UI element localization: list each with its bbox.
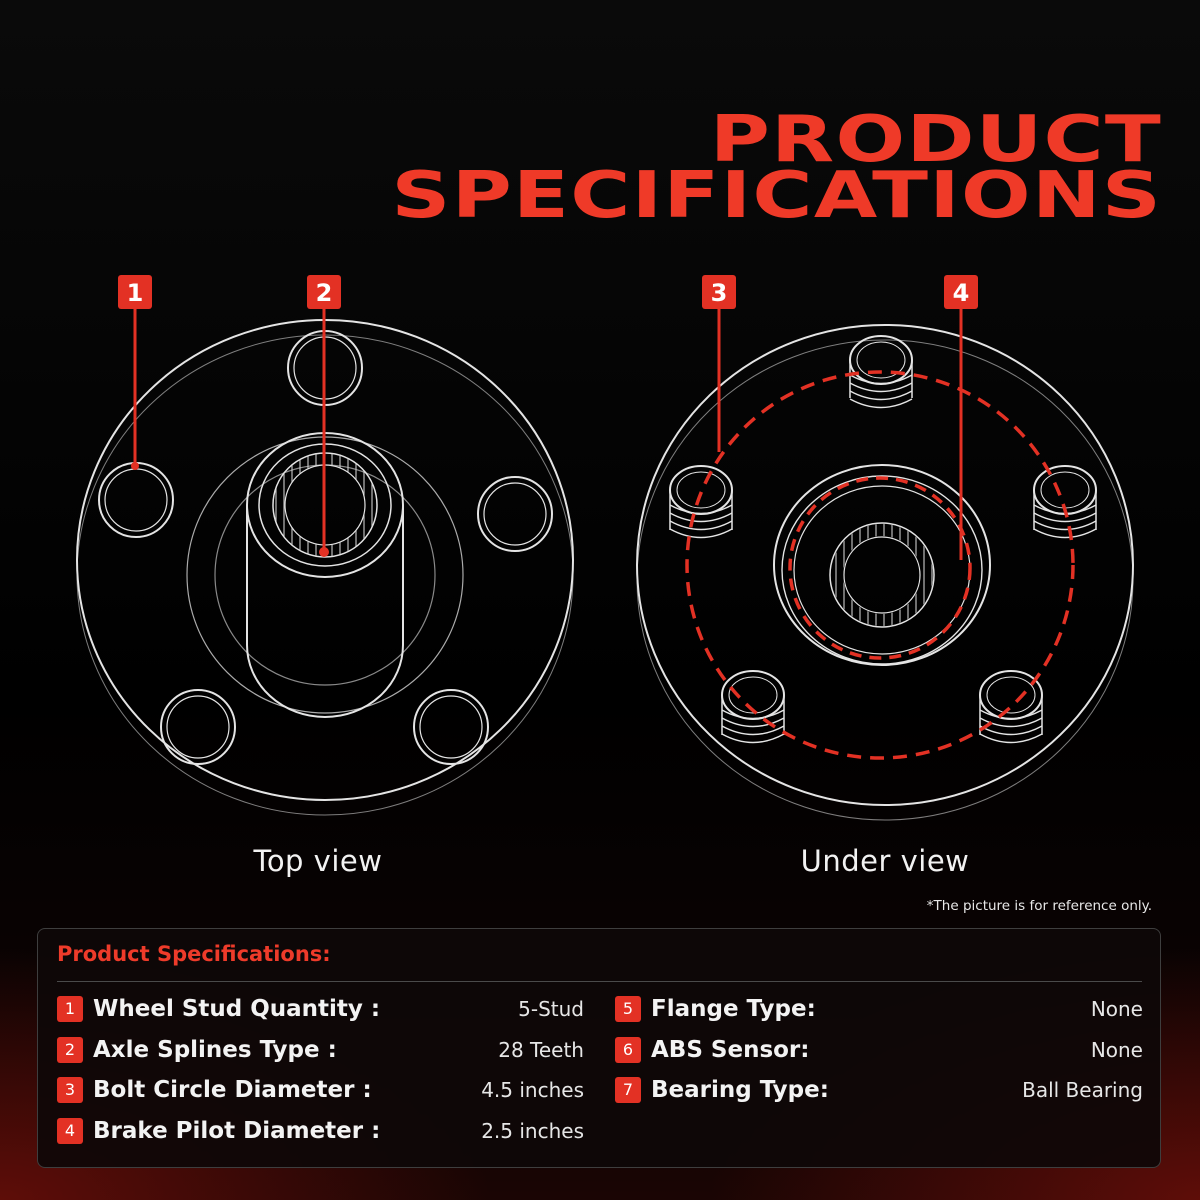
spec-value: 5-Stud: [518, 997, 584, 1021]
under-view-hub: [636, 324, 1134, 821]
marker-2: 2: [307, 275, 341, 309]
spec-label: Brake Pilot Diameter :: [93, 1118, 381, 1144]
bolt-circle-dashed: [685, 370, 1075, 760]
marker-2-number: 2: [316, 279, 333, 307]
leader-dot-1: [131, 462, 139, 470]
under-stud-4: [721, 670, 785, 744]
leader-dot-2: [319, 547, 329, 557]
marker-4: 4: [944, 275, 978, 309]
title-line-1: PRODUCT: [709, 103, 1162, 177]
spec-row-wheel-stud-quantity: 1 Wheel Stud Quantity : 5-Stud: [57, 993, 584, 1025]
marker-3: 3: [702, 275, 736, 309]
under-stud-5: [979, 670, 1043, 744]
top-view-leaders: [131, 308, 329, 557]
spec-value: 28 Teeth: [498, 1038, 584, 1062]
spec-value: None: [1090, 1038, 1143, 1062]
spec-panel: Product Specifications: 1 Wheel Stud Qua…: [37, 928, 1161, 1168]
under-pilot-inner: [793, 485, 971, 655]
page-title: PRODUCT SPECIFICATIONS: [391, 103, 1162, 233]
under-pilot-outer: [773, 464, 991, 666]
marker-4-number: 4: [953, 279, 970, 307]
reference-note: *The picture is for reference only.: [926, 898, 1152, 914]
spec-badge: 7: [615, 1077, 641, 1103]
spec-badge: 2: [57, 1037, 83, 1063]
spec-row-abs-sensor: 6 ABS Sensor: None: [615, 1034, 1143, 1066]
under-stud-1: [849, 335, 913, 409]
spec-badge: 5: [615, 996, 641, 1022]
top-hub-cylinder: [246, 505, 404, 718]
top-stud-hole-3: [477, 476, 553, 552]
marker-1-number: 1: [127, 279, 144, 307]
under-stud-2: [669, 465, 733, 539]
spec-label: ABS Sensor:: [651, 1037, 810, 1063]
under-flange-edge: [636, 339, 1134, 821]
top-view-label: Top view: [253, 844, 383, 878]
spec-value: 2.5 inches: [481, 1119, 584, 1143]
spec-title: Product Specifications:: [57, 942, 331, 966]
under-pilot-ring: [781, 475, 983, 665]
under-axle-splines: [831, 524, 933, 626]
spec-badge: 1: [57, 996, 83, 1022]
top-stud-hole-5: [413, 689, 489, 765]
under-spline-inner: [843, 536, 921, 614]
spec-label: Flange Type:: [651, 996, 816, 1022]
top-stud-hole-2: [98, 462, 174, 538]
spec-row-flange-type: 5 Flange Type: None: [615, 993, 1143, 1025]
brake-pilot-dashed: [788, 476, 972, 660]
spec-label: Bearing Type:: [651, 1077, 829, 1103]
spec-row-brake-pilot-diameter: 4 Brake Pilot Diameter : 2.5 inches: [57, 1115, 584, 1147]
spec-label: Bolt Circle Diameter :: [93, 1077, 372, 1103]
under-view-leaders: [717, 308, 963, 560]
under-stud-3: [1033, 465, 1097, 539]
spec-value: 4.5 inches: [481, 1078, 584, 1102]
spec-value: Ball Bearing: [1022, 1078, 1143, 1102]
spec-badge: 6: [615, 1037, 641, 1063]
under-view-label: Under view: [800, 844, 970, 878]
spec-badge: 4: [57, 1118, 83, 1144]
marker-1: 1: [118, 275, 152, 309]
top-stud-hole-4: [160, 689, 236, 765]
spec-divider: [57, 981, 1142, 982]
spec-value: None: [1090, 997, 1143, 1021]
under-spline-outer: [829, 522, 935, 628]
spec-row-bearing-type: 7 Bearing Type: Ball Bearing: [615, 1074, 1143, 1106]
spec-badge: 3: [57, 1077, 83, 1103]
under-flange-outer: [636, 324, 1134, 806]
spec-label: Wheel Stud Quantity :: [93, 996, 381, 1022]
spec-label: Axle Splines Type :: [93, 1037, 337, 1063]
title-line-2: SPECIFICATIONS: [391, 159, 1162, 233]
spec-row-bolt-circle-diameter: 3 Bolt Circle Diameter : 4.5 inches: [57, 1074, 584, 1106]
spec-row-axle-splines-type: 2 Axle Splines Type : 28 Teeth: [57, 1034, 584, 1066]
marker-3-number: 3: [711, 279, 728, 307]
